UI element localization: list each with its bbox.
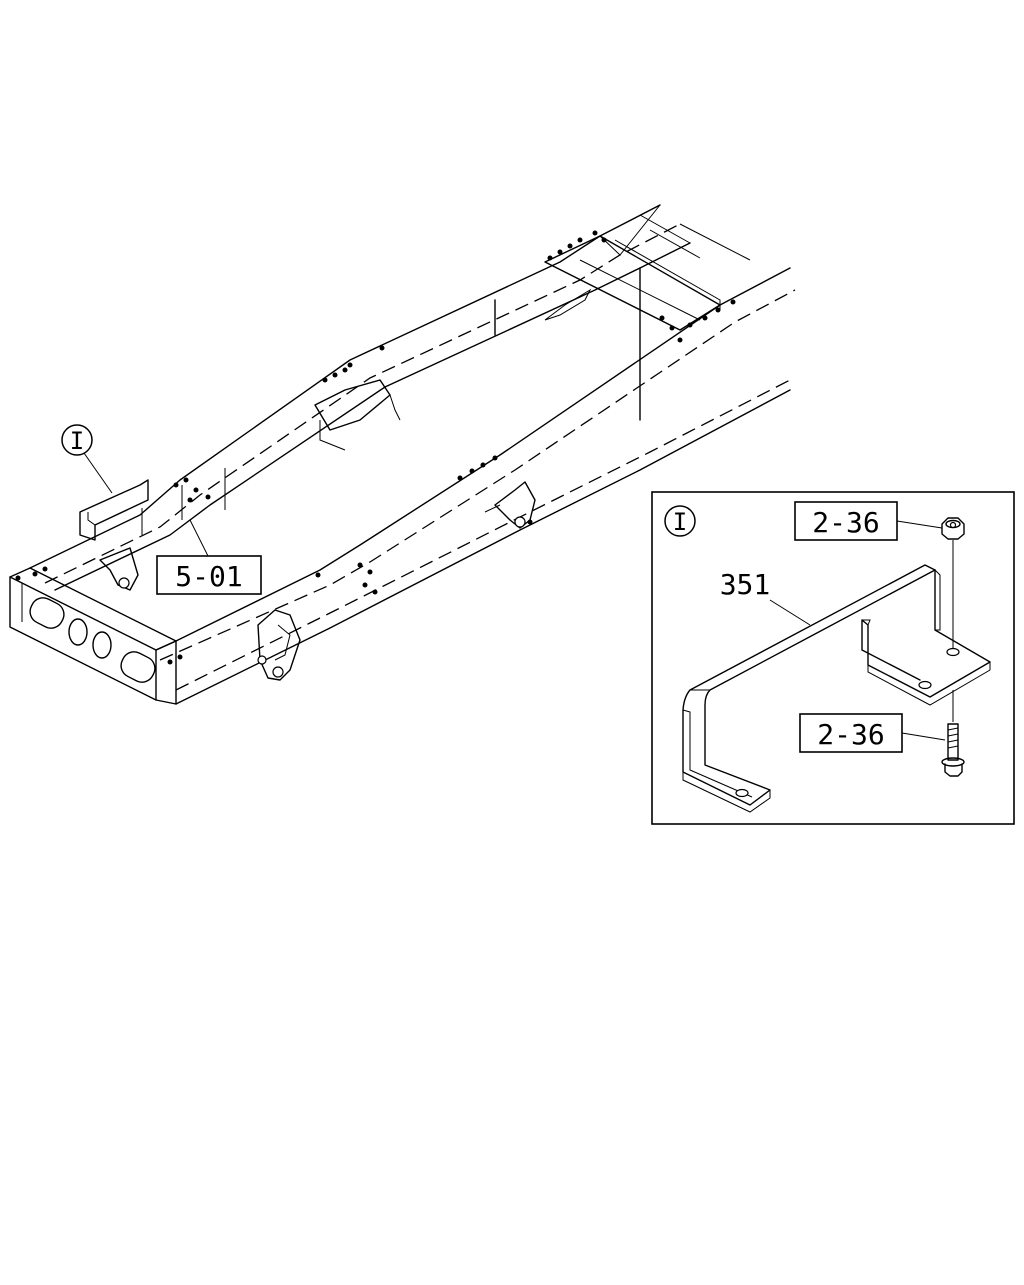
right-rail-bottom: [175, 389, 791, 705]
part-bracket-leader: [769, 599, 811, 626]
flange-bolt: [941, 690, 965, 777]
detail-marker-inset-circle: [664, 505, 696, 537]
right-rail-top-inner: [159, 289, 796, 661]
left-rail-web-bottom: [54, 242, 691, 591]
ref-bolt-leader: [901, 732, 946, 741]
crossmember-hole: [68, 618, 88, 646]
ref-nut-leader: [896, 520, 943, 529]
spring-hanger-bracket-front: [99, 547, 139, 591]
detail-marker-main: I: [61, 424, 113, 494]
left-rail-top-inner: [44, 223, 681, 584]
right-rail-top-outer: [175, 267, 791, 642]
bracket-351: [682, 564, 991, 813]
detail-marker-inset-label: I: [673, 508, 687, 536]
bracket-bolt-hole: [946, 647, 960, 657]
chassis-frame: [9, 204, 796, 705]
detail-marker-main-label: I: [70, 427, 84, 455]
ref-frame-box: [156, 555, 262, 595]
part-bracket-label: 351: [720, 568, 771, 601]
spring-hanger-bracket-rear: [484, 481, 536, 529]
bracket-location-on-frame: [79, 479, 149, 541]
bracket-bolt-hole: [918, 680, 932, 690]
ref-bolt-label: 2-36: [817, 718, 884, 751]
detail-inset-frame: [651, 491, 1015, 825]
front-crossmember-face: [9, 576, 157, 701]
ref-nut-label: 2-36: [812, 506, 879, 539]
crossmember-hole: [92, 631, 112, 659]
detail-inset: I 2-36 351 2-36: [651, 491, 1015, 825]
ref-frame-callout: 5-01: [156, 519, 262, 595]
rivet-holes: [15, 230, 736, 665]
ref-frame-leader: [189, 519, 209, 557]
ref-frame-label: 5-01: [175, 560, 242, 593]
ref-nut-box: [794, 501, 898, 541]
bracket-bolt-hole: [735, 788, 749, 798]
crossmember-hole: [120, 651, 156, 683]
spring-hanger-bracket-mid: [257, 609, 301, 681]
crossmember-hole: [29, 597, 65, 629]
front-crossmember-end: [155, 640, 177, 705]
mid-crossmember-gusset: [314, 379, 391, 431]
front-crossmember-top: [9, 567, 177, 651]
flange-nut: [941, 517, 965, 540]
detail-marker-leader: [83, 452, 113, 494]
left-rail-top-outer: [29, 204, 661, 569]
